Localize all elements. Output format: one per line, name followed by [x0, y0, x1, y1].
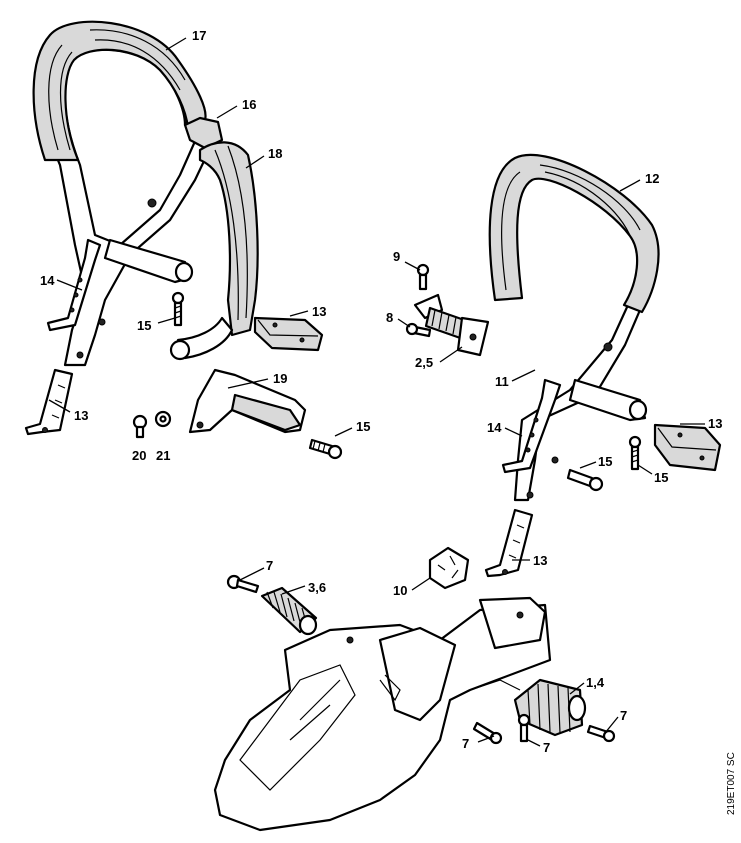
- grip-18: [198, 141, 259, 337]
- callout-1-4: 1,4: [586, 675, 605, 690]
- callout-20: 20: [132, 448, 146, 463]
- engine-housing: [213, 596, 552, 832]
- callout-13-left-lower: 13: [74, 408, 88, 423]
- right-handlebar-grip: [488, 153, 660, 314]
- callout-15-left-lower: 15: [356, 419, 370, 434]
- callout-13-right-block: 13: [708, 416, 722, 431]
- callout-7-lower-left: 7: [462, 736, 469, 751]
- callout-16: 16: [242, 97, 256, 112]
- bracket-19: [188, 368, 307, 434]
- right-handlebar-assembly: [488, 153, 660, 502]
- screw-9: [416, 263, 430, 291]
- part-13-left-lower: [24, 368, 74, 436]
- part-13-block-a: [253, 316, 324, 352]
- callout-17: 17: [192, 28, 206, 43]
- screw-15-d: [628, 435, 642, 471]
- callout-19: 19: [273, 371, 287, 386]
- screw-7-c: [517, 713, 531, 743]
- callout-15-right-a: 15: [598, 454, 612, 469]
- callout-11: 11: [495, 374, 509, 389]
- callout-8: 8: [386, 310, 393, 325]
- callout-9: 9: [393, 249, 400, 264]
- callout-13-left-block: 13: [312, 304, 326, 319]
- av-spring-2-5: [413, 293, 490, 357]
- callout-10: 10: [393, 583, 407, 598]
- screw-20: [132, 414, 148, 439]
- callout-15-left-upper: 15: [137, 318, 151, 333]
- screw-7-d: [586, 724, 616, 743]
- av-spring-3-6: [260, 586, 318, 636]
- part-13-block-b: [653, 423, 722, 472]
- left-handlebar-assembly: [32, 20, 259, 367]
- callout-7-upper: 7: [266, 558, 273, 573]
- callout-13-right-lower: 13: [533, 553, 547, 568]
- callout-15-right-b: 15: [654, 470, 668, 485]
- callout-2-5: 2,5: [415, 355, 433, 370]
- callout-7-lower-middle: 7: [543, 740, 550, 755]
- sleeve-16: [183, 116, 224, 150]
- screw-15-c: [566, 468, 604, 492]
- washer-21: [154, 410, 172, 428]
- part-13-right-lower: [484, 508, 534, 578]
- screw-15-a: [171, 291, 185, 327]
- left-bar-lower-end: [176, 316, 234, 360]
- part-14-right: [501, 378, 562, 474]
- part-14-left: [46, 238, 102, 332]
- callout-labels: 17 16 18 14 15 13 13 19 20 21 15 9 8 2,5…: [40, 28, 722, 755]
- callout-3-6: 3,6: [308, 580, 326, 595]
- callout-21: 21: [156, 448, 170, 463]
- callout-18: 18: [268, 146, 282, 161]
- screw-15-b: [308, 438, 343, 460]
- callout-14-left: 14: [40, 273, 55, 288]
- screw-7-b: [472, 721, 503, 745]
- drawing-reference-code: 219ET007 SC: [726, 752, 737, 815]
- callout-7-right: 7: [620, 708, 627, 723]
- callout-14-right: 14: [487, 420, 502, 435]
- leader-lines: [48, 37, 705, 747]
- screw-7-a: [226, 574, 260, 594]
- part-10: [428, 546, 470, 590]
- callout-12: 12: [645, 171, 659, 186]
